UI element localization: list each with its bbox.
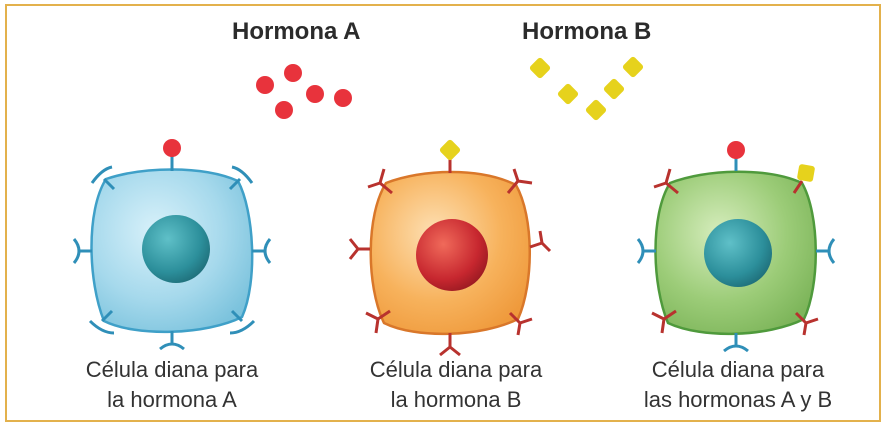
hormone-a-molecule bbox=[306, 85, 324, 103]
hormone-b-molecule bbox=[529, 57, 552, 80]
cell-hormone-b bbox=[350, 139, 550, 355]
caption-line: Célula diana para bbox=[316, 355, 596, 385]
hormone-b-molecule bbox=[585, 99, 608, 122]
hormone-b-molecule bbox=[557, 83, 580, 106]
hormone-a-molecule bbox=[334, 89, 352, 107]
cell-caption-a-b: Célula diana para las hormonas A y B bbox=[598, 355, 878, 415]
cell-hormone-a bbox=[74, 139, 270, 349]
hormone-a-molecule bbox=[256, 76, 274, 94]
hormone-a-molecule bbox=[275, 101, 293, 119]
nucleus bbox=[704, 219, 772, 287]
bound-hormone-b bbox=[439, 139, 462, 162]
cell-caption-a: Célula diana para la hormona A bbox=[32, 355, 312, 415]
hormone-a-molecule bbox=[284, 64, 302, 82]
hormone-b-molecule bbox=[622, 56, 645, 79]
hormone-a-molecules bbox=[256, 64, 352, 119]
cell-caption-b: Célula diana para la hormona B bbox=[316, 355, 596, 415]
bound-hormone-b bbox=[797, 164, 816, 183]
caption-line: las hormonas A y B bbox=[598, 385, 878, 415]
nucleus bbox=[142, 215, 210, 283]
cell-hormone-a-b bbox=[638, 141, 834, 351]
caption-line: la hormona A bbox=[32, 385, 312, 415]
nucleus bbox=[416, 219, 488, 291]
caption-line: Célula diana para bbox=[598, 355, 878, 385]
hormone-b-molecules bbox=[529, 56, 645, 122]
hormone-b-molecule bbox=[603, 78, 626, 101]
bound-hormone-a bbox=[163, 139, 181, 157]
bound-hormone-a bbox=[727, 141, 745, 159]
caption-line: la hormona B bbox=[316, 385, 596, 415]
caption-line: Célula diana para bbox=[32, 355, 312, 385]
